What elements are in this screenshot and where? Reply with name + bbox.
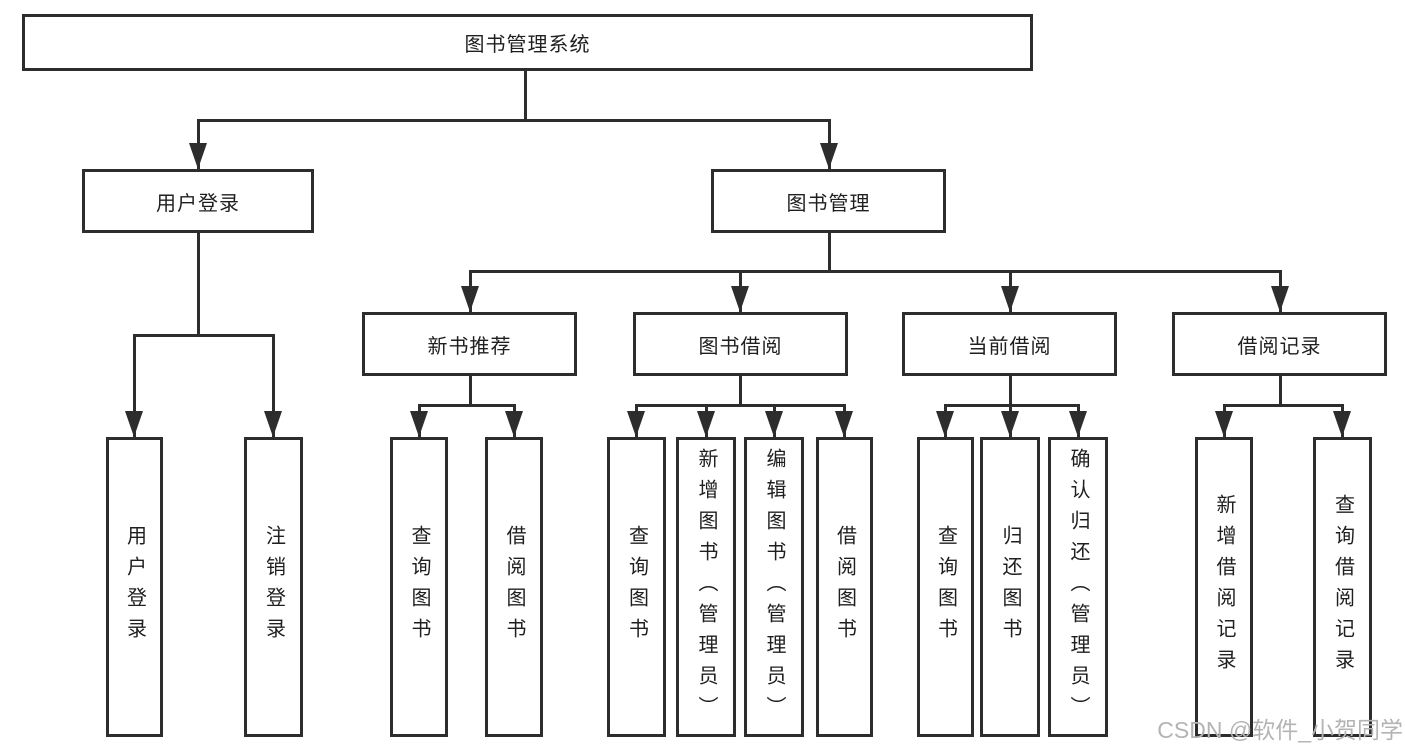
leaf-recommend-query-books: 查询图书 <box>390 437 448 737</box>
arrowhead-icon <box>1069 411 1087 437</box>
arrowhead-icon <box>765 411 783 437</box>
connector-line <box>272 334 275 437</box>
leaf-borrow-books: 借阅图书 <box>816 437 873 737</box>
connector-line <box>635 404 846 407</box>
leaf-add-borrow-record-label: 新增借阅记录 <box>1213 494 1235 680</box>
node-new-book-recommend-label: 新书推荐 <box>427 335 512 358</box>
leaf-borrow-query-books-label: 查询图书 <box>625 525 648 649</box>
leaf-recommend-query-books-label: 查询图书 <box>408 525 430 649</box>
leaf-add-books-admin-label: 新增图书（管理员） <box>695 447 717 727</box>
leaf-recommend-borrow-books-label: 借阅图书 <box>503 525 525 649</box>
connector-line <box>1009 376 1012 407</box>
connector-line <box>944 404 1080 407</box>
leaf-logout: 注销登录 <box>244 437 303 737</box>
node-current-borrow: 当前借阅 <box>902 312 1117 376</box>
arrowhead-icon <box>461 286 479 312</box>
arrowhead-icon <box>189 143 207 169</box>
node-borrow-records-label: 借阅记录 <box>1237 335 1322 358</box>
node-user-login: 用户登录 <box>82 169 314 233</box>
leaf-logout-label: 注销登录 <box>262 525 285 649</box>
leaf-query-borrow-record: 查询借阅记录 <box>1313 437 1372 737</box>
arrowhead-icon <box>1001 411 1019 437</box>
arrowhead-icon <box>820 143 838 169</box>
arrowhead-icon <box>627 411 645 437</box>
leaf-borrow-query-books: 查询图书 <box>607 437 666 737</box>
connector-line <box>133 334 275 337</box>
connector-line <box>469 376 472 407</box>
connector-line <box>739 376 742 407</box>
arrowhead-icon <box>1271 286 1289 312</box>
arrowhead-icon <box>697 411 715 437</box>
leaf-confirm-return-admin-label: 确认归还（管理员） <box>1067 447 1089 727</box>
connector-line <box>1223 404 1344 407</box>
leaf-return-books: 归还图书 <box>980 437 1040 737</box>
leaf-user-login-label: 用户登录 <box>123 525 146 649</box>
connector-line <box>133 334 136 437</box>
leaf-current-query-books-label: 查询图书 <box>934 525 957 649</box>
connector-line <box>828 233 831 272</box>
connector-line <box>524 71 527 121</box>
leaf-user-login: 用户登录 <box>106 437 163 737</box>
arrowhead-icon <box>1333 411 1351 437</box>
arrowhead-icon <box>835 411 853 437</box>
leaf-query-borrow-record-label: 查询借阅记录 <box>1331 494 1354 680</box>
leaf-return-books-label: 归还图书 <box>999 525 1021 649</box>
watermark: CSDN @软件_小贺同学 <box>1157 717 1403 743</box>
arrowhead-icon <box>125 411 143 437</box>
leaf-add-borrow-record: 新增借阅记录 <box>1195 437 1253 737</box>
leaf-edit-books-admin: 编辑图书（管理员） <box>744 437 804 737</box>
node-root: 图书管理系统 <box>22 14 1033 71</box>
arrowhead-icon <box>505 411 523 437</box>
connector-line <box>1279 376 1282 407</box>
node-book-borrow-label: 图书借阅 <box>698 335 783 358</box>
arrowhead-icon <box>1215 411 1233 437</box>
leaf-edit-books-admin-label: 编辑图书（管理员） <box>763 447 785 727</box>
connector-line <box>197 233 200 336</box>
node-root-label: 图书管理系统 <box>464 34 591 56</box>
arrowhead-icon <box>1001 286 1019 312</box>
node-new-book-recommend: 新书推荐 <box>362 312 577 376</box>
connector-line <box>197 119 831 122</box>
node-borrow-records: 借阅记录 <box>1172 312 1387 376</box>
leaf-recommend-borrow-books: 借阅图书 <box>485 437 543 737</box>
leaf-borrow-books-label: 借阅图书 <box>833 525 856 649</box>
arrowhead-icon <box>936 411 954 437</box>
node-user-login-label: 用户登录 <box>156 192 240 215</box>
leaf-add-books-admin: 新增图书（管理员） <box>676 437 736 737</box>
node-book-management: 图书管理 <box>711 169 946 233</box>
arrowhead-icon <box>731 286 749 312</box>
connector-line <box>418 404 516 407</box>
leaf-current-query-books: 查询图书 <box>917 437 974 737</box>
connector-line <box>469 270 1282 273</box>
arrowhead-icon <box>410 411 428 437</box>
node-book-borrow: 图书借阅 <box>633 312 848 376</box>
leaf-confirm-return-admin: 确认归还（管理员） <box>1048 437 1108 737</box>
node-current-borrow-label: 当前借阅 <box>967 335 1052 358</box>
arrowhead-icon <box>264 411 282 437</box>
node-book-management-label: 图书管理 <box>786 192 871 215</box>
